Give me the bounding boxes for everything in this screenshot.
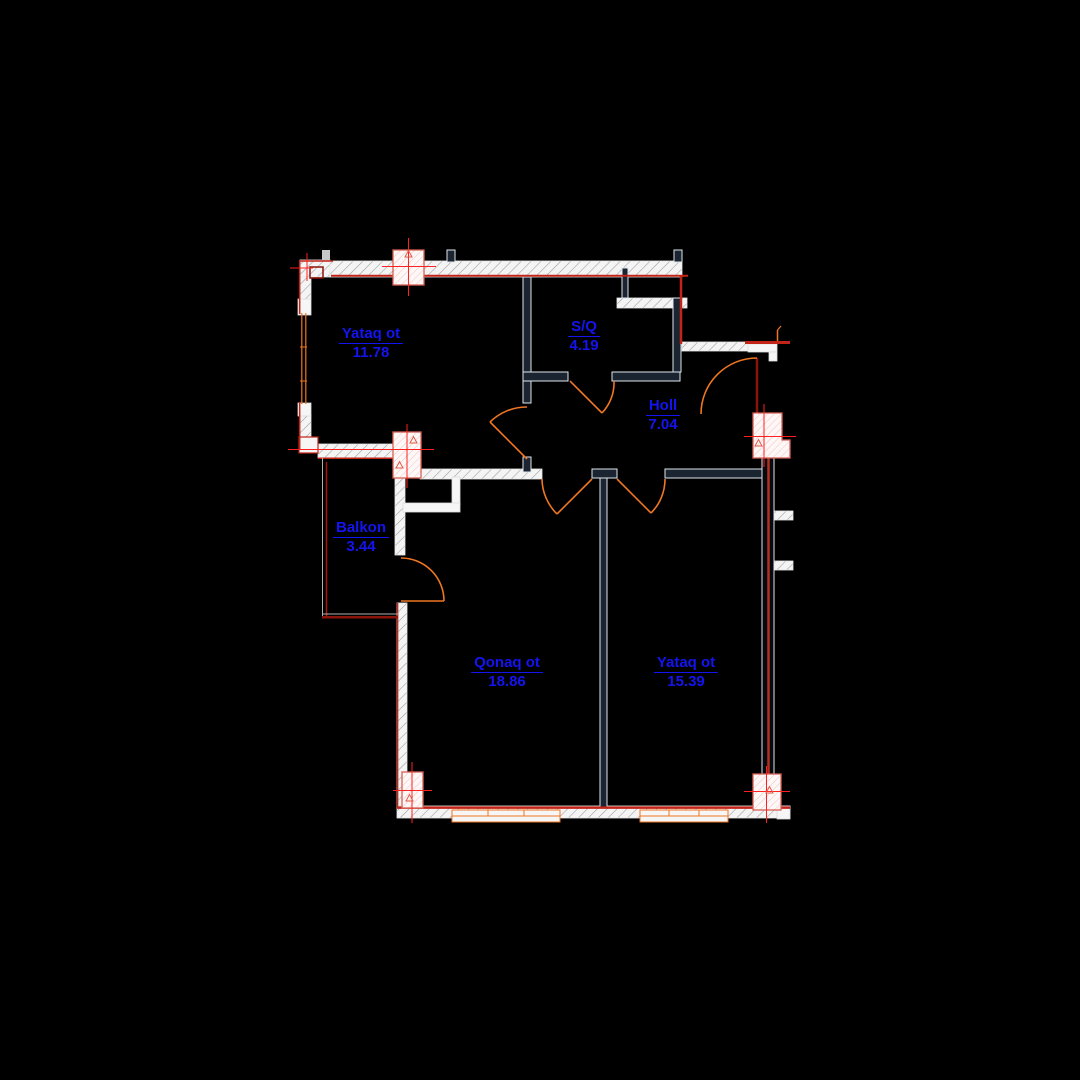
triangle-mark [395,460,404,469]
column-triangle-marks [395,249,774,802]
room-name: Balkon [332,520,390,538]
windows [300,313,782,823]
door-arc [400,557,445,602]
triangle-mark [765,785,774,794]
door-arc [650,478,666,514]
duct-niche-right [451,476,461,506]
door-entry-arc [700,357,758,415]
wall-yataq-east-lower [522,456,532,473]
red-accent-lines [298,260,790,809]
wall-yataq-bottom-left [317,443,398,459]
room-label-yataq-bottom: Yataq ot 15.39 [653,655,719,690]
room-area: 11.78 [352,343,390,361]
door-leaf [569,380,603,414]
entry-step-a [747,343,778,353]
bottom-window-2 [639,809,729,823]
wall-balcony-door-pier [394,477,406,556]
room-area: 4.19 [569,336,599,354]
columns [288,238,796,823]
room-area: 3.44 [346,537,376,555]
wall-holl-south-t [591,468,618,479]
room-label-sq: S/Q 4.19 [568,319,600,354]
bottom-window-1 [451,809,561,823]
door-arc [601,380,615,414]
column-centerlines [288,238,796,823]
triangle-mark [405,793,414,802]
room-name: Yataq ot [338,326,404,344]
corner-inner-square [309,266,324,279]
wall-stub-above-top-1 [446,249,456,263]
wall-stub-above-top-2 [673,249,683,263]
balcony-outline [322,458,398,619]
column-entry [752,412,791,459]
top-left-stub [322,250,330,261]
wall-entrance [681,341,749,352]
room-label-holl: Holl 7.04 [645,398,681,433]
window-sill-upper [297,298,312,316]
wall-room-divider [599,477,608,809]
door-swings [400,357,758,602]
room-area: 18.86 [488,672,526,690]
wall-duct-left [621,267,629,299]
room-label-balkon: Balkon 3.44 [332,520,390,555]
room-name: Yataq ot [653,655,719,673]
door-qonaq [541,478,593,515]
triangle-mark [404,249,413,258]
wall-top [329,260,683,278]
room-label-qonaq: Qonaq ot 18.86 [471,655,543,690]
door-balcony [400,557,445,602]
triangle-mark [754,438,763,447]
wall-yataq-east-upper [522,276,532,404]
room-area: 15.39 [667,672,705,690]
triangle-mark [409,435,418,444]
entry-step-b [768,351,778,362]
wall-sq-south-left [522,371,569,382]
room-label-yataq-top: Yataq ot 11.78 [338,326,404,361]
room-name: S/Q [568,319,600,337]
wall-stub-right-2 [772,560,794,571]
room-area: 7.04 [648,415,678,433]
interior-walls [446,249,775,809]
door-yataq-bottom [616,478,666,514]
wall-left-upper [299,276,312,300]
wall-holl-south-right [664,468,763,479]
door-arc [489,406,528,423]
door-leaf [556,478,593,515]
white-wall-pieces [297,250,791,820]
door-arc [541,478,558,515]
door-sq [569,380,615,414]
window-sill-lower [297,402,312,417]
room-name: Qonaq ot [471,655,543,673]
door-leaf [616,478,652,514]
duct-niche-bottom [402,502,461,513]
wall-stub-right-1 [772,510,794,521]
door-leaf [489,421,528,460]
wall-sq-south-right [611,371,681,382]
door-yataq-top [489,406,528,460]
entry-tick-hook [777,325,782,331]
corner-block-bottom-left [298,436,319,454]
room-name: Holl [645,398,681,416]
wall-duct-bottom [616,297,688,309]
